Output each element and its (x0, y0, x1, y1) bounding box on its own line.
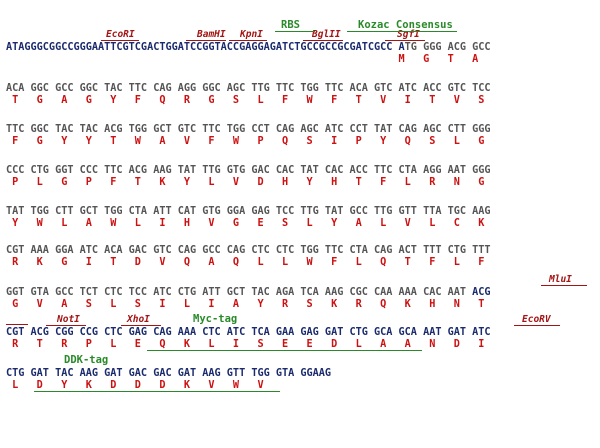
xhoi-site-line (121, 325, 161, 326)
sequence-row-6: CGT AAA GGA ATC ACA GAC GTC CAG GCC CAG … (6, 245, 491, 256)
translation-row-3: F G Y Y T W A V F W P Q S I P Y Q S L G (6, 136, 491, 147)
noti-site-line (46, 325, 86, 326)
rbs-label: RBS (281, 19, 300, 31)
bamhi-site-label: BamHI (197, 29, 226, 40)
sequence-row-3: TTC GGC TAC TAC ACG TGG GCT GTC TTC TGG … (6, 124, 491, 135)
mlui-site-label: MluI (549, 274, 572, 285)
sequence-row-8: CGT ACG CGG CCG CTC GAG CAG AAA CTC ATC … (6, 327, 491, 338)
translation-row-7: G V A S L S I L I A Y R S K R Q K H N T (6, 299, 491, 310)
ddk-tag-label: DDK-tag (64, 354, 109, 366)
insert-sequence: GGT GTA GCC TCT CTC TCC ATC CTG ATT GCT … (6, 287, 473, 298)
ecorv-site-label: EcoRV (522, 314, 551, 325)
translation-row-4: P L G P F T K Y L V D H Y H T F L R N G (6, 177, 491, 188)
ddk-tag-line (34, 391, 280, 392)
ecori-site-label: EcoRI (106, 29, 135, 40)
kozac-consensus-label: Kozac Consensus (358, 19, 453, 31)
bamhi-site-line (186, 40, 226, 41)
insert-sequence: TG GGG ACG GCC (404, 42, 491, 53)
noti-site-label: NotI (57, 314, 80, 325)
ecorv-site-line (514, 325, 560, 326)
kozac-consensus-line (347, 31, 457, 32)
myc-tag-label: Myc-tag (193, 313, 238, 325)
sequence-row-2: ACA GGC GCC GGC TAC TTC CAG AGG GGC AGC … (6, 83, 491, 94)
myc-tag-line (147, 350, 422, 351)
vector-sequence: ATAGGGCGGCCGGGAATTCGTCGACTGGATCCGGTACCGA… (6, 42, 405, 53)
sequence-row-4: CCC CTG GGT CCC TTC ACG AAG TAT TTG GTG … (6, 165, 491, 176)
sequence-row-5: TAT TGG CTT GCT TGG CTA ATT CAT GTG GGA … (6, 206, 491, 217)
translation-row-9: L D Y K D D D K V W V (6, 380, 319, 391)
ecori-site-line (101, 40, 139, 41)
translation-row-6: R K G I T D V Q A Q L L W F L Q T F L F (6, 257, 491, 268)
bglii-site-label: BglII (312, 29, 341, 40)
xhoi-site-label: XhoI (127, 314, 150, 325)
sequence-row-1: ATAGGGCGGCCGGGAATTCGTCGACTGGATCCGGTACCGA… (6, 42, 491, 54)
sgfi-site-label: SgfI (397, 29, 420, 40)
vector-sequence: ACG (472, 287, 491, 298)
bglii-site-line (303, 40, 343, 41)
mlui-site-line (541, 285, 587, 286)
kpni-site-line (229, 40, 267, 41)
sgfi-site-line (385, 40, 425, 41)
sequence-row-9: CTG GAT TAC AAG GAT GAC GAC GAT AAG GTT … (6, 368, 332, 379)
sequence-row-7: GGT GTA GCC TCT CTC TCC ATC CTG ATT GCT … (6, 287, 491, 299)
translation-row-5: Y W L A W L I H V G E S L Y A L V L C K (6, 218, 491, 229)
translation-row-1: M G T A (6, 54, 491, 65)
mlui-site-line-continued (6, 324, 28, 325)
translation-row-8: R T R P L E Q K L I S E E D L A A N D I (6, 339, 491, 350)
translation-row-2: T G A G Y F Q R G S L F W F T V I T V S (6, 95, 491, 106)
kpni-site-label: KpnI (240, 29, 263, 40)
rbs-line (275, 31, 315, 32)
